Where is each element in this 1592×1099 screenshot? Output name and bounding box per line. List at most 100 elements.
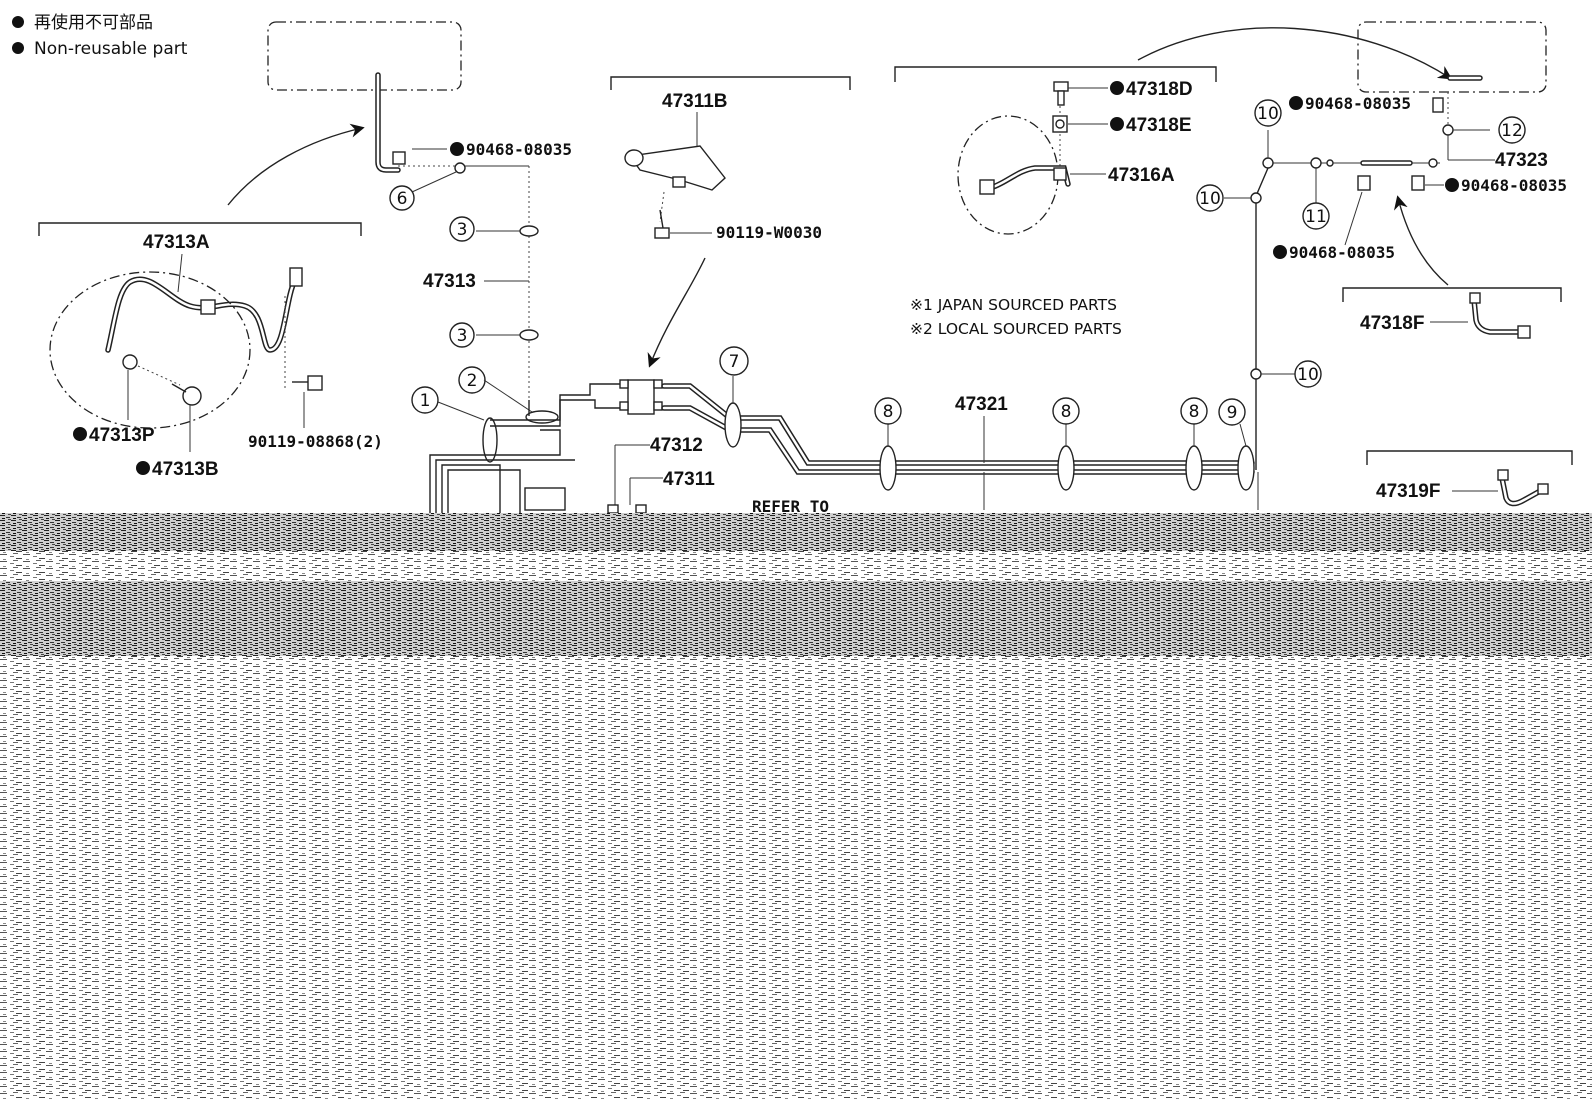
group-47311b: 47311B 90119-W0030: [610, 76, 851, 368]
svg-text:7: 7: [729, 352, 740, 372]
svg-text:8: 8: [883, 402, 894, 422]
part-47316a-label: 47316A: [1108, 165, 1175, 186]
bolt-47313b-icon: [171, 383, 202, 406]
svg-text:8: 8: [1061, 402, 1072, 422]
non-reusable-dot-icon: [1110, 81, 1124, 95]
valve-block-icon: [627, 379, 655, 415]
arrow-up-47318f: [1393, 195, 1449, 286]
line-47313: 90468-08035 6 3 47313 3: [375, 72, 572, 400]
part-47318d-label: 47318D: [1126, 79, 1193, 100]
callout-2: 2: [458, 366, 486, 394]
arrow-down-47311b: [647, 257, 706, 368]
legend-english: Non-reusable part: [34, 39, 188, 59]
arrow-curve-right: [1137, 27, 1453, 80]
clip-icon: [1411, 175, 1425, 191]
note-japan-sourced: ※1 JAPAN SOURCED PARTS: [910, 296, 1117, 314]
callout-9: 9: [1218, 398, 1246, 426]
callout-3-upper: 3: [449, 216, 475, 242]
legend-japanese: 再使用不可部品: [34, 12, 153, 33]
reference-box-right: [1357, 21, 1547, 93]
svg-text:6: 6: [397, 189, 408, 209]
part-47321-label: 47321: [955, 394, 1008, 415]
non-reusable-dot-icon: [1289, 96, 1303, 110]
part-47311-label: 47311: [663, 469, 715, 490]
bolt-90119-08868-icon: [292, 375, 323, 391]
part-90468-08035-b-label: 90468-08035: [1305, 94, 1411, 113]
bolt-90119-w0030-icon: [654, 209, 670, 239]
part-47311b-label: 47311B: [662, 91, 728, 112]
svg-text:1: 1: [420, 391, 431, 411]
part-90468-08035-c-label: 90468-08035: [1461, 176, 1567, 195]
bracket-47313a: [38, 222, 362, 236]
bracket-47311b-icon: [624, 145, 726, 191]
part-47313p-label: 47313P: [89, 425, 155, 446]
group-47323: 12 47323 90468-08035 10 10 1: [1196, 21, 1573, 507]
bracket-47318f: [1342, 287, 1562, 302]
callout-8-b: 8: [1052, 397, 1080, 425]
non-reusable-dot-icon: [1110, 117, 1124, 131]
callout-12: 12: [1498, 116, 1526, 144]
part-47312-label: 47312: [650, 435, 703, 456]
svg-text:8: 8: [1189, 402, 1200, 422]
group-47316a: 47318D 47318E 47316A: [894, 27, 1453, 235]
non-reusable-dot-icon: [1273, 245, 1287, 259]
callout-7: 7: [719, 346, 749, 376]
part-90468-08035-d-label: 90468-08035: [1289, 243, 1395, 262]
callout-8-a: 8: [874, 397, 902, 425]
non-reusable-dot-icon: [73, 427, 87, 441]
non-reusable-dot-icon: [12, 42, 24, 54]
part-47318e-label: 47318E: [1126, 115, 1192, 136]
part-90468-08035-a-label: 90468-08035: [466, 140, 572, 159]
callout-6: 6: [389, 185, 415, 211]
bolt-47318d-icon: [1053, 81, 1069, 106]
sourcing-notes: ※1 JAPAN SOURCED PARTS ※2 LOCAL SOURCED …: [910, 296, 1122, 338]
part-90119-08868-label: 90119-08868(2): [248, 432, 383, 451]
clip-icon: [1432, 97, 1444, 113]
svg-text:10: 10: [1257, 104, 1279, 124]
group-47313a: 47313A 47313P 47313B 90119-08868(2): [38, 21, 462, 480]
callout-11: 11: [1302, 202, 1330, 230]
svg-text:10: 10: [1297, 365, 1319, 385]
svg-text:10: 10: [1199, 189, 1221, 209]
note-local-sourced: ※2 LOCAL SOURCED PARTS: [910, 320, 1122, 338]
part-47323-label: 47323: [1495, 150, 1548, 171]
bracket-47316a: [894, 66, 1217, 82]
callout-10-top: 10: [1254, 99, 1282, 127]
dashed-oval-47316a: [957, 115, 1059, 235]
reference-box-left: [267, 21, 462, 91]
part-47313-label: 47313: [423, 271, 476, 292]
refer-to-label: REFER TO: [752, 497, 829, 516]
svg-text:3: 3: [457, 326, 468, 346]
svg-text:9: 9: [1227, 403, 1238, 423]
svg-text:2: 2: [467, 371, 478, 391]
part-47318f-label: 47318F: [1360, 313, 1424, 334]
non-reusable-dot-icon: [12, 16, 24, 28]
nut-47318e-icon: [1052, 115, 1068, 133]
arrow-curve-left: [227, 123, 365, 206]
washer-47313p-icon: [122, 354, 138, 370]
part-47313b-label: 47313B: [152, 459, 219, 480]
callout-8-c: 8: [1180, 397, 1208, 425]
callout-10-middle: 10: [1196, 184, 1224, 212]
bracket-47311b: [610, 76, 851, 90]
part-47319f-label: 47319F: [1376, 481, 1440, 502]
callout-3-lower: 3: [449, 322, 475, 348]
non-reusable-dot-icon: [450, 142, 464, 156]
junction-area: 1 2 47312 47311 REFER TO: [411, 366, 829, 516]
corrupted-scan-region: [0, 513, 1592, 1099]
legend: 再使用不可部品 Non-reusable part: [12, 12, 188, 59]
dashed-oval-47313a: [49, 271, 251, 429]
clip-icon: [1357, 175, 1371, 191]
svg-text:3: 3: [457, 220, 468, 240]
part-90119-w0030-label: 90119-W0030: [716, 223, 822, 242]
line-47321: 7 8 8 8 9 47321: [661, 346, 1259, 510]
callout-10-bottom: 10: [1294, 360, 1322, 388]
non-reusable-dot-icon: [1445, 178, 1459, 192]
svg-text:11: 11: [1305, 207, 1327, 227]
callout-1: 1: [411, 386, 439, 414]
svg-text:12: 12: [1501, 121, 1523, 141]
bracket-47319f: [1366, 450, 1573, 465]
part-47313a-label: 47313A: [143, 232, 210, 253]
non-reusable-dot-icon: [136, 461, 150, 475]
